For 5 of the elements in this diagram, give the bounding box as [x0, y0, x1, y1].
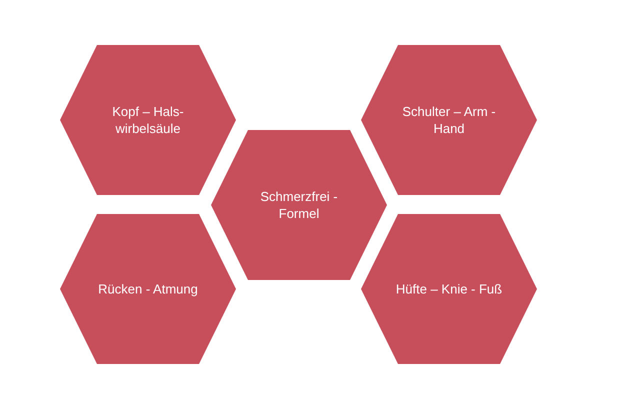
- hexagon-label: Schulter – Arm - Hand: [401, 103, 497, 137]
- hexagon-label: Kopf – Hals- wirbelsäule: [111, 103, 185, 137]
- hexagon-label: Hüfte – Knie - Fuß: [394, 280, 504, 298]
- hexagon-label: Rücken - Atmung: [97, 280, 199, 298]
- hexagon-label: Schmerzfrei - Formel: [259, 188, 339, 222]
